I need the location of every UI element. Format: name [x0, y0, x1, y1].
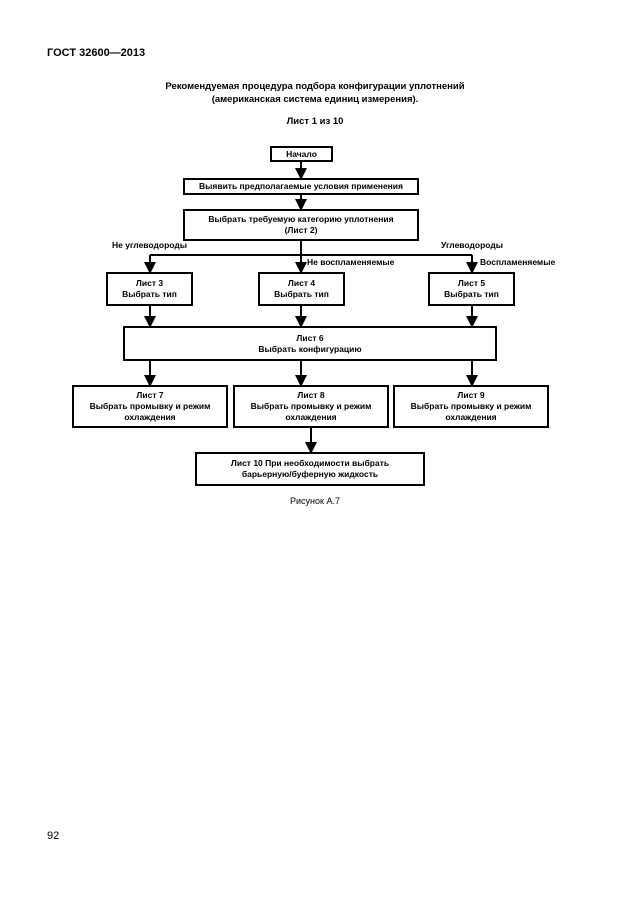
node-sheet10-line2: барьерную/буферную жидкость — [241, 469, 379, 479]
node-sheet3-line1: Лист 3 — [135, 278, 164, 288]
node-sheet9-line3: охлаждения — [445, 412, 497, 422]
figure-title-line2: (американская система единиц измерения). — [211, 94, 419, 105]
node-sheet9-line1: Лист 9 — [457, 390, 485, 400]
branch-label-non-hydrocarbons: Не углеводороды — [112, 240, 188, 250]
node-start-label: Начало — [286, 148, 317, 159]
node-conditions-label: Выявить предполагаемые условия применени… — [198, 181, 403, 191]
node-sheet7-line3: охлаждения — [124, 412, 176, 422]
node-start: Начало — [270, 146, 333, 162]
node-sheet4-line1: Лист 4 — [287, 278, 316, 288]
node-sheet3-line2: Выбрать тип — [122, 289, 177, 299]
node-sheet9-line2: Выбрать промывку и режим — [410, 401, 532, 411]
node-sheet8: Лист 8 Выбрать промывку и режим охлажден… — [233, 385, 389, 428]
node-sheet8-line3: охлаждения — [285, 412, 337, 422]
node-sheet9: Лист 9 Выбрать промывку и режим охлажден… — [393, 385, 549, 428]
node-sheet4-line2: Выбрать тип — [274, 289, 329, 299]
node-sheet6-line2: Выбрать конфигурацию — [258, 343, 362, 354]
node-sheet5-line1: Лист 5 — [457, 278, 486, 288]
node-sheet4: Лист 4 Выбрать тип — [258, 272, 345, 306]
node-sheet5: Лист 5 Выбрать тип — [428, 272, 515, 306]
node-sheet8-line2: Выбрать промывку и режим — [250, 401, 372, 411]
node-sheet3: Лист 3 Выбрать тип — [106, 272, 193, 306]
branch-label-non-flammable: Не воспламеняемые — [307, 257, 395, 267]
node-sheet7-line1: Лист 7 — [136, 390, 164, 400]
page-number: 92 — [47, 830, 60, 842]
node-sheet6-line1: Лист 6 — [296, 332, 324, 343]
node-sheet10-line1: Лист 10 При необходимости выбрать — [230, 458, 390, 468]
node-category: Выбрать требуемую категорию уплотнения (… — [183, 209, 419, 241]
branch-label-flammable: Воспламеняемые — [480, 257, 556, 267]
node-sheet8-line1: Лист 8 — [297, 390, 325, 400]
document-header: ГОСТ 32600—2013 — [47, 47, 146, 59]
node-conditions: Выявить предполагаемые условия применени… — [183, 178, 419, 195]
branch-label-hydrocarbons: Углеводороды — [441, 240, 504, 250]
figure-caption: Рисунок А.7 — [290, 496, 340, 506]
node-sheet6: Лист 6 Выбрать конфигурацию — [123, 326, 497, 361]
node-category-line1: Выбрать требуемую категорию уплотнения — [208, 214, 394, 224]
figure-title-line1: Рекомендуемая процедура подбора конфигур… — [165, 81, 465, 92]
sheet-indicator: Лист 1 из 10 — [286, 116, 344, 127]
node-category-line2: (Лист 2) — [284, 225, 318, 235]
node-sheet7-line2: Выбрать промывку и режим — [89, 401, 211, 411]
node-sheet7: Лист 7 Выбрать промывку и режим охлажден… — [72, 385, 228, 428]
node-sheet5-line2: Выбрать тип — [444, 289, 499, 299]
node-sheet10: Лист 10 При необходимости выбрать барьер… — [195, 452, 425, 486]
